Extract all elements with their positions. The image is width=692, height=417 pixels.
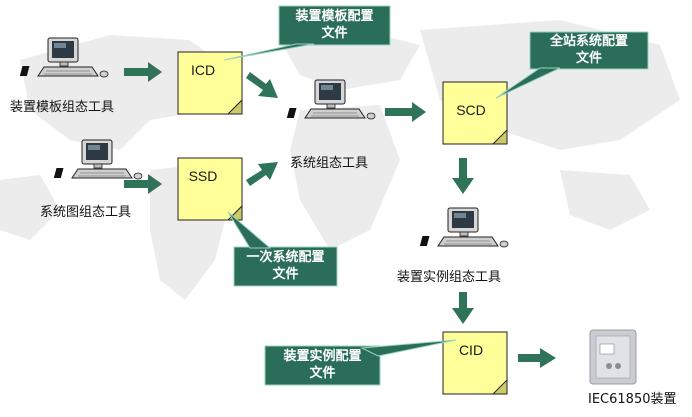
icd-callout-line1: 装置模板配置 [295,9,374,24]
icd-file-label: ICD [190,62,216,78]
template-tool-computer-icon [19,37,109,78]
ssd-file-label: SSD [188,168,218,184]
cid-callout-line1: 装置实例配置 [283,349,362,364]
scd-callout-shape [495,31,649,99]
iec61850-device-icon [589,329,637,385]
arrow-ssd-to-system [246,162,278,186]
arrow-system-to-scd [385,102,426,122]
flow-arrows [124,62,556,368]
template-tool-label: 装置模板组态工具 [10,100,115,115]
system-tool-label: 系统组态工具 [290,156,369,171]
arrow-diagram-to-ssd [124,174,162,194]
cid-file-label: CID [458,342,484,358]
cid-callout-line2: 文件 [309,366,336,381]
scd-file-label: SCD [456,102,486,118]
icd-callout-shape [223,5,391,61]
arrow-scd-to-instance [452,158,474,194]
cid-callout-shape [264,339,457,386]
arrow-cid-to-device [518,348,556,368]
diagram-tool-computer-icon [53,139,143,180]
diagram-tool-label: 系统图组态工具 [40,205,132,220]
iec-device-label: IEC61850装置 [588,392,677,407]
icd-callout: 装置模板配置 文件 [279,8,390,42]
scd-callout-line1: 全站系统配置 [549,34,628,49]
icd-callout-line2: 文件 [321,26,348,41]
ssd-callout-shape [227,211,338,287]
instance-tool-computer-icon [419,207,509,248]
scd-callout-line2: 文件 [575,51,602,66]
ssd-callout-line2: 文件 [272,267,299,282]
instance-tool-label: 装置实例组态工具 [397,270,502,285]
ssd-callout: 一次系统配置 文件 [234,249,337,283]
ssd-callout-line1: 一次系统配置 [246,250,325,265]
arrow-instance-to-cid [452,292,474,324]
system-tool-computer-icon [286,79,376,120]
arrow-template-to-icd [124,62,162,82]
cid-callout: 装置实例配置 文件 [265,348,380,382]
arrow-icd-to-system [246,72,278,98]
scd-callout: 全站系统配置 文件 [530,33,648,67]
